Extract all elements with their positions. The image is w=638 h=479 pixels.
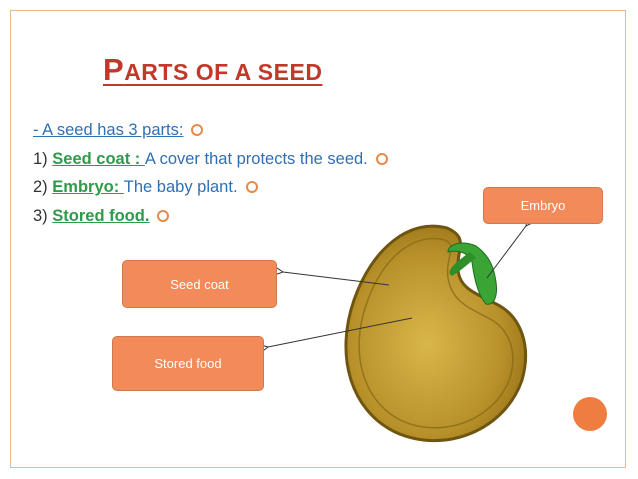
seed-coat-arrow: [283, 272, 390, 286]
stored-food-label: Stored food: [112, 336, 264, 391]
embryo-shape: [447, 242, 497, 305]
item-term: Seed coat :: [52, 150, 145, 168]
title-initial: P: [103, 52, 125, 87]
slide-frame: [10, 10, 626, 468]
decorative-dot: [573, 397, 607, 431]
item-number: 1): [33, 150, 53, 168]
item-term: Embryo:: [52, 178, 124, 196]
list-item-embryo: 2) Embryo: The baby plant.: [33, 178, 258, 197]
embryo-arrow: [486, 226, 526, 279]
item-description: A cover that protects the seed.: [144, 150, 368, 168]
slide-title: PARTS OF A SEED: [103, 52, 322, 88]
bullet-icon: [157, 209, 170, 222]
stored-food-shape: [358, 237, 514, 429]
embryo-label: Embryo: [483, 187, 603, 224]
list-item-seed-coat: 1) Seed coat : A cover that protects the…: [33, 150, 388, 169]
list-item-stored-food: 3) Stored food.: [33, 207, 170, 226]
seed-coat-shape: [344, 224, 527, 442]
stored-food-arrow: [268, 317, 413, 347]
embryo-leaf-shape: [449, 252, 476, 276]
intro-text: - A seed has 3 parts:: [33, 121, 184, 139]
bullet-icon: [191, 123, 204, 136]
bullet-icon: [245, 180, 258, 193]
item-term: Stored food.: [52, 207, 150, 225]
item-number: 2): [33, 178, 53, 196]
bullet-icon: [375, 152, 388, 165]
title-rest: ARTS OF A SEED: [124, 59, 323, 85]
intro-line: - A seed has 3 parts:: [33, 121, 204, 140]
item-description: The baby plant.: [123, 178, 238, 196]
seed-coat-label: Seed coat: [122, 260, 277, 308]
item-number: 3): [33, 207, 53, 225]
